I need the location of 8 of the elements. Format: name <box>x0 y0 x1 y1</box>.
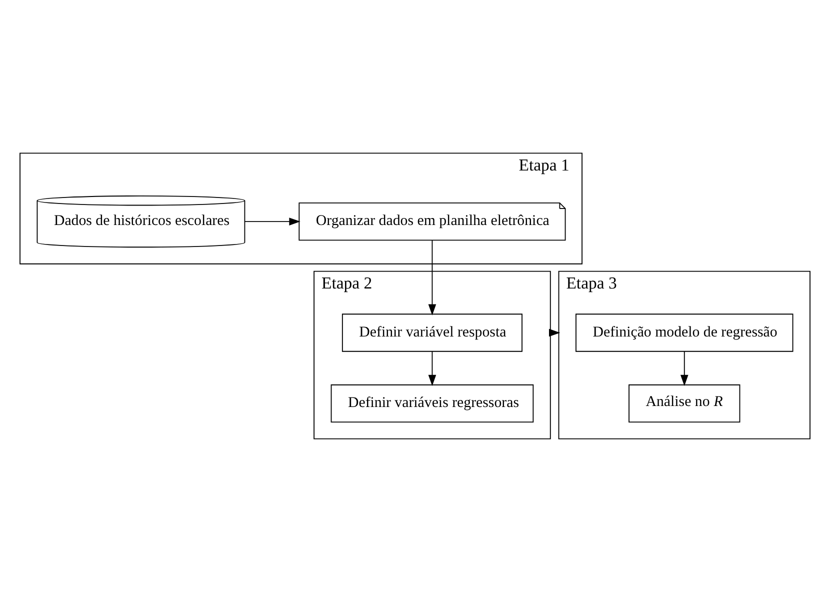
node-box: Análise no R <box>628 384 740 422</box>
arrow <box>244 217 300 225</box>
arrow <box>428 239 436 315</box>
arrow <box>680 350 688 386</box>
node-box: Definição modelo de regressão <box>576 313 794 352</box>
node-box: Definir variáveis regressoras <box>330 384 534 422</box>
arrow <box>428 350 436 386</box>
node-box: Definir variável resposta <box>342 313 522 352</box>
